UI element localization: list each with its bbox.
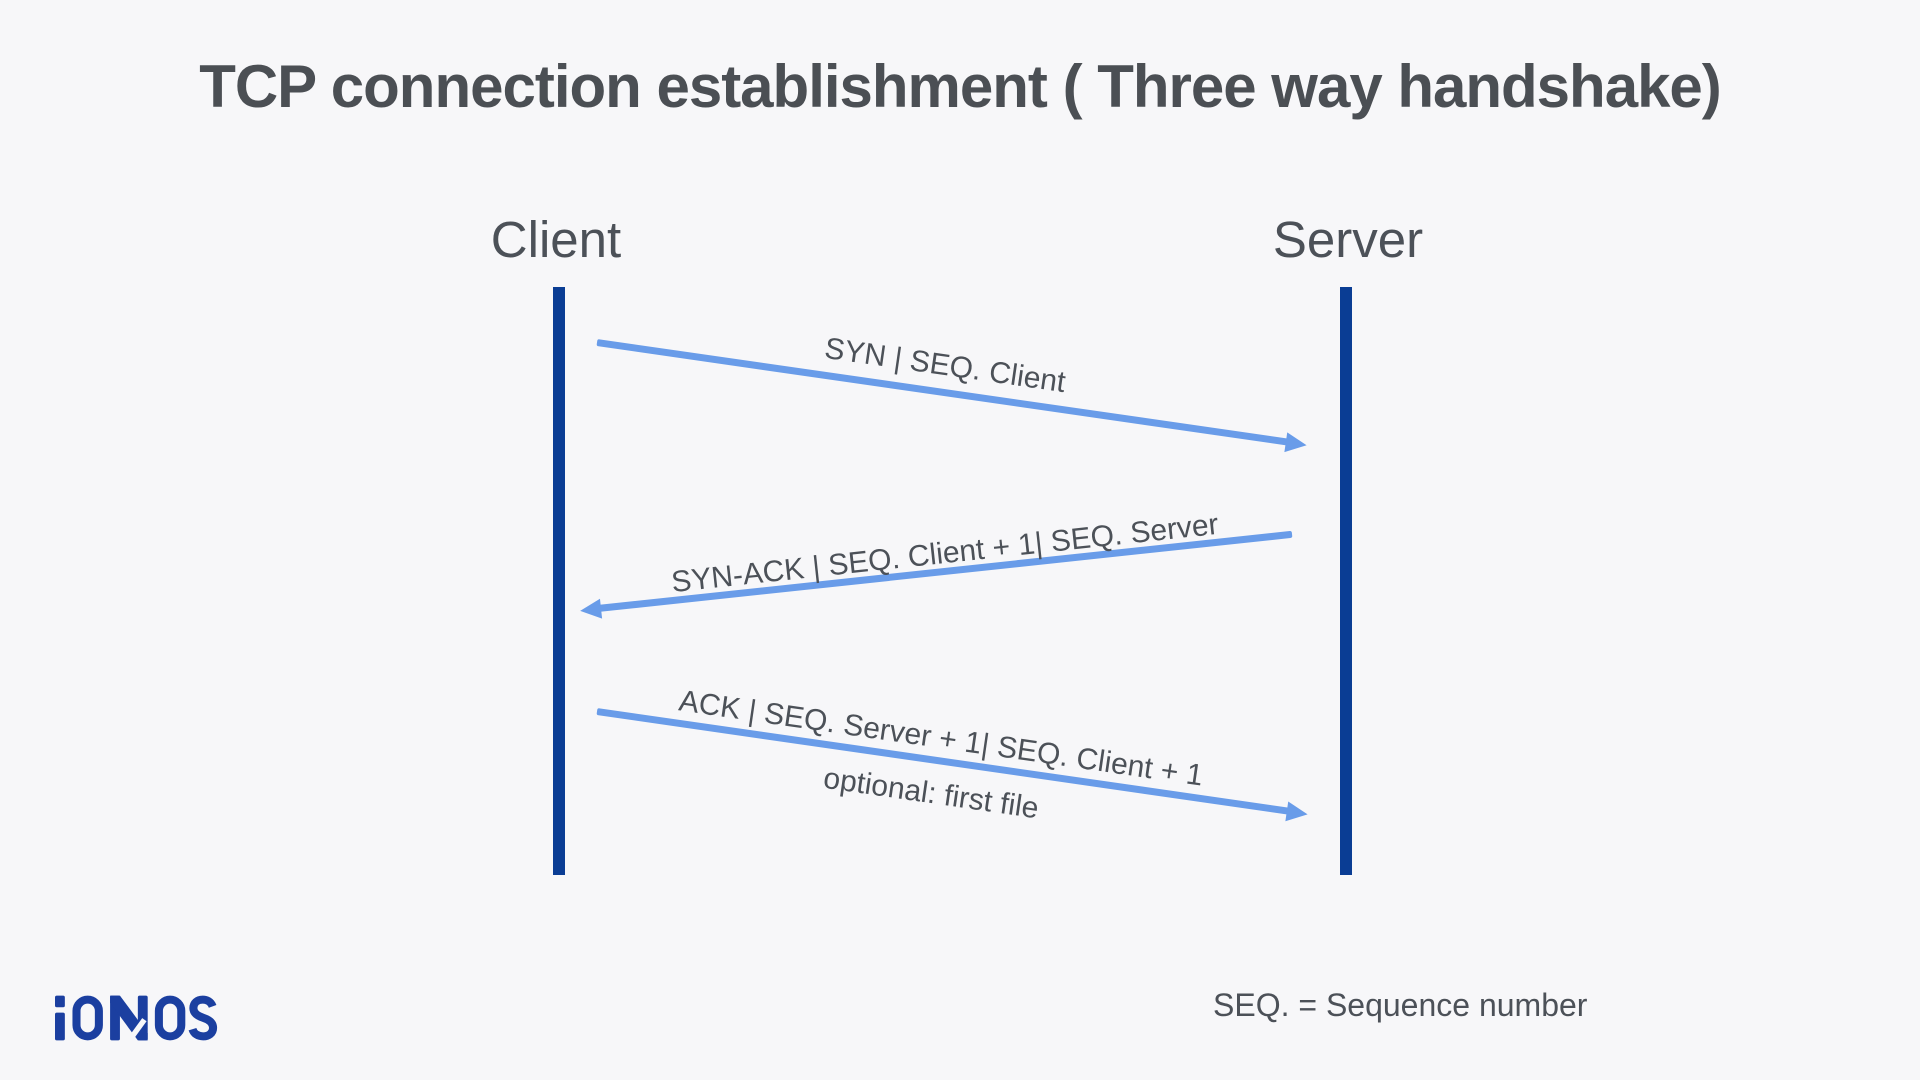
diagram-title: TCP connection establishment ( Three way… <box>199 53 1722 120</box>
legend-text: SEQ. = Sequence number <box>1213 987 1588 1023</box>
ionos-logo: IONOS <box>55 995 218 1041</box>
ionos-logo-graphic <box>55 995 218 1041</box>
message-label-ack: ACK | SEQ. Server + 1| SEQ. Client + 1 <box>676 684 1206 793</box>
actor-label-server: Server <box>1272 211 1424 268</box>
lifeline-client <box>553 287 565 875</box>
actor-label-client: Client <box>490 211 622 268</box>
lifeline-server <box>1340 287 1352 875</box>
